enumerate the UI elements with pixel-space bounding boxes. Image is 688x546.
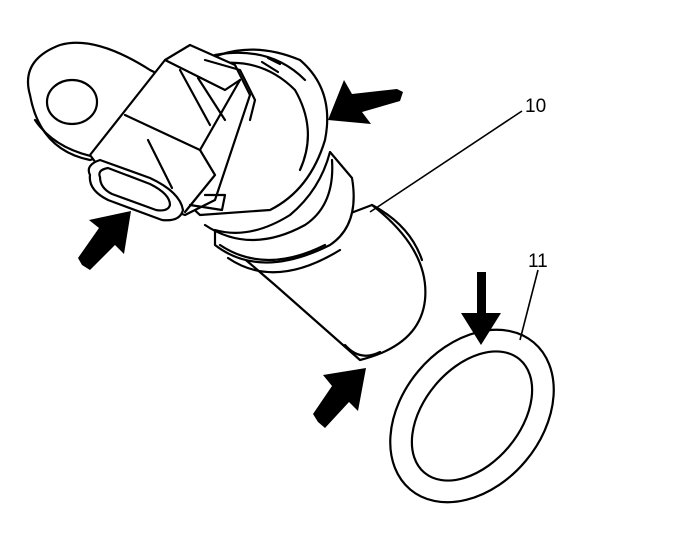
arrow-connector-left [78,211,131,270]
arrow-head-right [328,80,403,124]
leader-lines [369,110,539,341]
leader-line-11 [519,269,539,341]
connector-opening [87,158,185,222]
sensor-collar [203,150,355,274]
mounting-hole [45,78,99,126]
seal-ring [389,328,555,504]
callout-label-10: 10 [525,96,546,117]
leader-line-10 [369,110,523,213]
callout-label-11: 11 [528,251,548,272]
mounting-flange [26,41,192,162]
indicator-arrows [78,80,501,428]
arrow-seal-top [461,272,501,345]
arrow-body-bottom [313,368,366,428]
